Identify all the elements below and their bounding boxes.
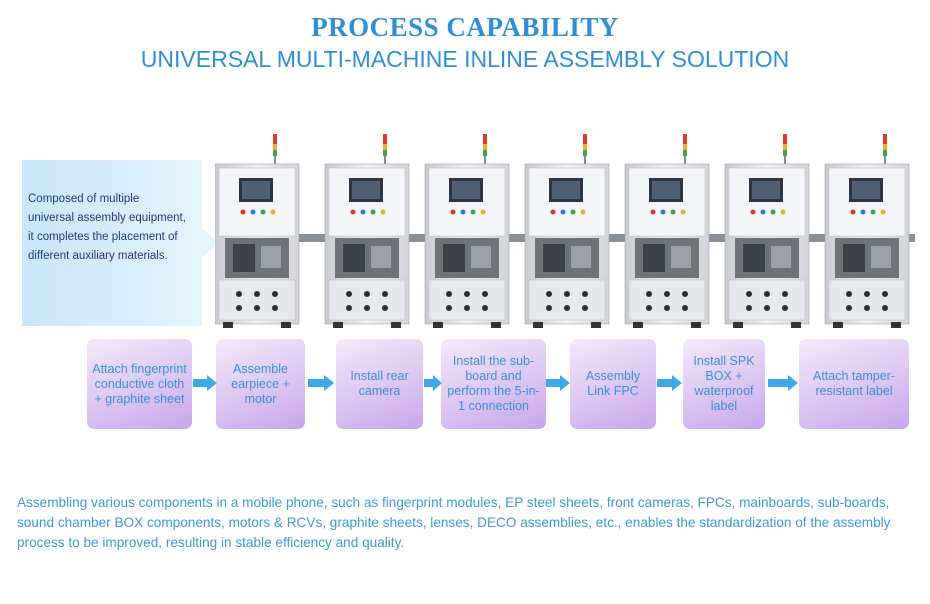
callout-line: different auxiliary materials.	[28, 250, 168, 262]
arrow-right-icon	[308, 375, 334, 391]
page-subtitle: UNIVERSAL MULTI-MACHINE INLINE ASSEMBLY …	[140, 46, 790, 72]
process-step: Assembly Link FPC	[570, 339, 656, 429]
callout-text: Composed of multiple universal assembly …	[28, 190, 198, 266]
process-step: Attach fingerprint conductive cloth + gr…	[87, 339, 192, 429]
callout-box	[22, 160, 218, 326]
process-step: Install rear camera	[336, 339, 423, 429]
arrow-right-icon	[657, 375, 682, 391]
process-step: Attach tamper-resistant label	[799, 339, 909, 429]
arrow-right-icon	[193, 375, 217, 391]
process-step: Assemble earpiece + motor	[216, 339, 305, 429]
process-step: Install SPK BOX + waterproof label	[683, 339, 765, 429]
arrow-right-icon	[424, 375, 442, 391]
arrow-right-icon	[546, 375, 570, 391]
callout-line: Composed of multiple	[28, 193, 140, 205]
description-text: Assembling various components in a mobil…	[17, 495, 891, 550]
callout-line: universal assembly equipment,	[28, 212, 186, 224]
page-title: PROCESS CAPABILITY	[311, 12, 619, 42]
callout-line: it completes the placement of	[28, 231, 178, 243]
assembly-line-illustration	[215, 133, 915, 329]
process-step: Install the sub-board and perform the 5-…	[441, 339, 546, 429]
arrow-right-icon	[768, 375, 798, 391]
